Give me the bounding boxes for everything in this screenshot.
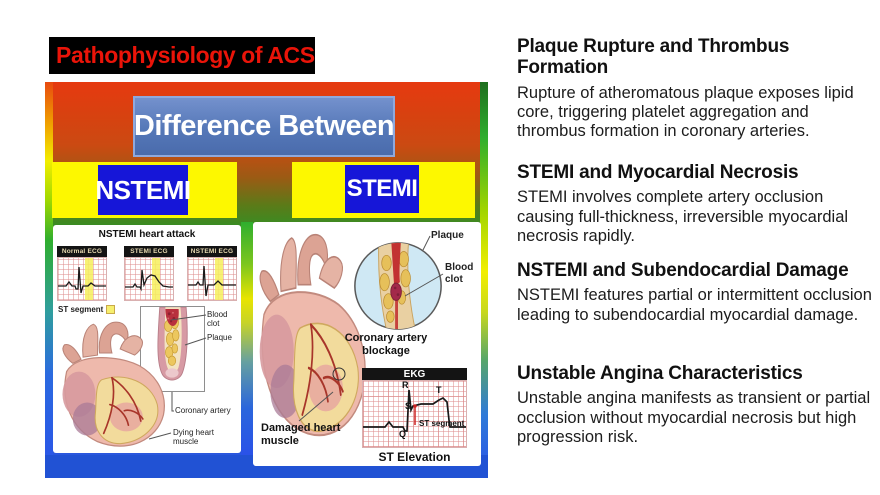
ekg-q-label: Q (399, 429, 407, 439)
st-elevation-caption: ST Elevation (378, 450, 451, 464)
nstemi-ecg-trace (187, 257, 237, 301)
section-unstable-angina: Unstable Angina Characteristics Unstable… (517, 363, 879, 447)
st-highlight-band (85, 258, 93, 300)
difference-between-banner: Difference Between (133, 96, 395, 157)
ekg-chart: EKG R T S Q ST segment (362, 368, 467, 448)
section-body: Unstable angina manifests as transient o… (517, 389, 871, 446)
plaque-label: Plaque (207, 333, 232, 342)
nstemi-panel: NSTEMI heart attack Normal ECG STEMI ECG… (53, 225, 241, 453)
plaque-label: Plaque (431, 230, 464, 241)
slide-title: Pathophysiology of ACS (56, 42, 315, 68)
st-segment-swatch (106, 305, 116, 314)
rainbow-border-right (480, 82, 488, 478)
section-heading: NSTEMI and Subendocardial Damage (517, 260, 849, 281)
section-heading: STEMI and Myocardial Necrosis (517, 162, 799, 183)
section-heading: Unstable Angina Characteristics (517, 363, 803, 384)
stemi-ecg-chart: STEMI ECG (124, 246, 174, 301)
normal-ecg-chart: Normal ECG (57, 246, 107, 301)
section-nstemi-damage: NSTEMI and Subendocardial Damage NSTEMI … (517, 260, 879, 325)
nstemi-label: NSTEMI (95, 165, 191, 215)
nstemi-ecg-chart: NSTEMI ECG (187, 246, 237, 301)
st-segment-legend-label: ST segment (58, 305, 104, 314)
section-body: NSTEMI features partial or intermittent … (517, 286, 872, 324)
ekg-trace: R T S Q ST segment (362, 380, 467, 448)
ekg-t-label: T (436, 385, 442, 395)
nstemi-ecg-header: NSTEMI ECG (187, 246, 237, 257)
stemi-label: STEMI (345, 165, 419, 213)
stemi-band: STEMI (292, 162, 475, 218)
ekg-r-label: R (402, 380, 409, 390)
damaged-heart-muscle-label: Damaged heart muscle (261, 422, 341, 448)
nstemi-heart-illustration (51, 318, 177, 454)
rainbow-border-left (45, 82, 53, 478)
coronary-artery-label: Coronary artery (175, 406, 231, 415)
st-segment-legend: ST segment (58, 305, 116, 314)
blood-clot-label: Blood clot (445, 262, 474, 285)
section-body: Rupture of atheromatous plaque exposes l… (517, 83, 854, 141)
ekg-s-label: S (405, 401, 412, 411)
slide-title-box: Pathophysiology of ACS (49, 37, 315, 74)
stemi-panel: Plaque Blood clot Coronary artery blocka… (253, 222, 481, 466)
blockage-circle-illustration (354, 242, 442, 330)
stemi-ecg-trace (124, 257, 174, 301)
stemi-ecg-header: STEMI ECG (124, 246, 174, 257)
blood-clot-label: Blood clot (207, 310, 228, 328)
section-heading: Plaque Rupture and Thrombus Formation (517, 36, 790, 79)
st-highlight-band (152, 258, 160, 300)
st-highlight-band (215, 258, 223, 300)
section-body: STEMI involves complete artery occlusion… (517, 188, 849, 245)
section-stemi-necrosis: STEMI and Myocardial Necrosis STEMI invo… (517, 162, 879, 246)
dying-heart-muscle-label: Dying heart muscle (173, 428, 214, 446)
normal-ecg-header: Normal ECG (57, 246, 107, 257)
normal-ecg-trace (57, 257, 107, 301)
coronary-artery-blockage-caption: Coronary artery blockage (344, 332, 428, 358)
nstemi-band: NSTEMI (52, 162, 237, 218)
section-plaque-rupture: Plaque Rupture and Thrombus Formation Ru… (517, 36, 879, 141)
acs-infographic: Difference Between NSTEMI STEMI NSTEMI h… (45, 82, 488, 478)
ekg-header: EKG (362, 368, 467, 380)
nstemi-panel-title: NSTEMI heart attack (98, 229, 196, 240)
ekg-st-segment-label: ST segment (419, 419, 465, 428)
panel-gap-strip (241, 222, 253, 455)
difference-between-text: Difference Between (133, 110, 395, 142)
